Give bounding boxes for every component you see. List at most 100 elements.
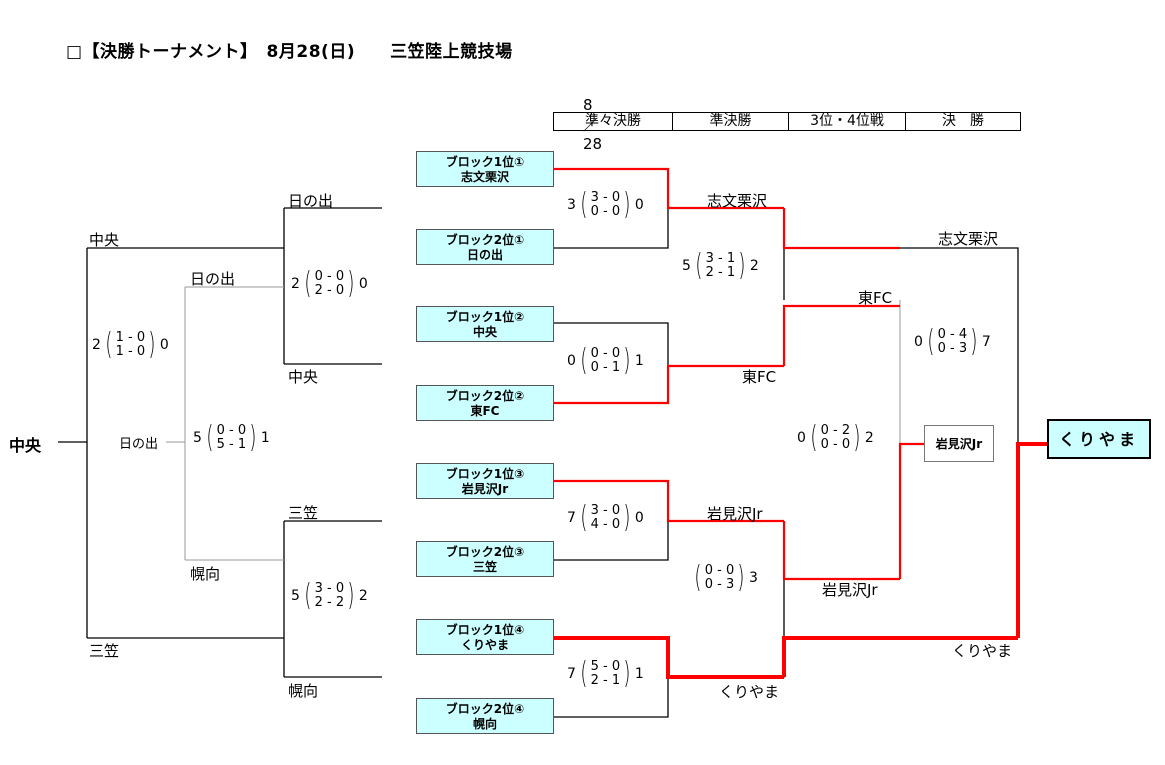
seed-label: ブロック2位② <box>445 389 525 403</box>
seed-label: ブロック2位③ <box>445 545 525 559</box>
score-half2: 5 - 1 <box>216 437 247 452</box>
score-half2: 2 - 0 <box>314 283 345 298</box>
score-left: 7 <box>567 666 576 682</box>
score-right: 2 <box>358 588 368 604</box>
qf2-win-line <box>554 364 784 405</box>
qf1-loser-line <box>554 208 669 249</box>
seed-label: ブロック1位② <box>445 310 525 324</box>
score-left: 0 <box>567 353 576 369</box>
final-left-line <box>900 247 1019 444</box>
qf3-winner-label: 岩見沢Jr <box>707 505 763 523</box>
score-left: 5 <box>682 258 691 274</box>
final-win-line <box>1016 442 1047 638</box>
sf1-loser-label: 東FC <box>858 289 893 307</box>
seed-team: 日の出 <box>466 248 503 262</box>
score-half1: 0 - 0 <box>590 346 621 361</box>
score-half2: 0 - 0 <box>820 437 851 452</box>
lower-label-chuo-mid: 中央 <box>89 231 120 249</box>
sf2-winner-label: 岩見沢Jr <box>822 581 878 599</box>
score-half2: 2 - 2 <box>314 595 345 610</box>
lower-label-mikasa-bottom: 三笠 <box>89 642 120 660</box>
lower-label-horomui-mid: 幌向 <box>190 565 221 583</box>
page-title: □【決勝トーナメント】 8月28(日) 三笠陸上競技場 <box>66 42 513 62</box>
score-left: 3 <box>567 197 576 213</box>
seed-team: 三笠 <box>472 560 497 574</box>
score-right: 0 <box>358 276 368 292</box>
sf2-loser-label: くりやま <box>952 642 1013 660</box>
lower-label-hinode-mid: 日の出 <box>190 270 236 288</box>
score-left: 5 <box>291 588 300 604</box>
round-qf: 準々決勝 <box>554 113 673 130</box>
sf1-tofc-line <box>782 304 900 366</box>
score-right: 3 <box>748 570 758 586</box>
seed-box: ブロック2位③ 三笠 <box>416 541 554 577</box>
score-right: 2 <box>864 430 874 446</box>
score-right: 1 <box>260 430 270 446</box>
score-left: 7 <box>567 510 576 526</box>
score-half1: 0 - 0 <box>314 269 345 284</box>
seed-box: ブロック1位② 中央 <box>416 306 554 342</box>
lower-label-horomui: 幌向 <box>288 682 319 700</box>
third-place-winner-box: 岩見沢Jr <box>924 425 994 462</box>
champion-box: くりやま <box>1047 419 1151 459</box>
score-half2: 0 - 3 <box>704 577 735 592</box>
lower-champion-label: 中央 <box>9 436 42 455</box>
score-half1: 0 - 0 <box>216 423 247 438</box>
seed-team: 幌向 <box>472 717 497 731</box>
qf3-loser-line <box>554 521 669 561</box>
sf2-win-line <box>782 521 900 581</box>
third-win-line <box>898 442 924 579</box>
round-header-row: 準々決勝 準決勝 3位・4位戦 決 勝 <box>553 112 1021 131</box>
score-right: 0 <box>634 510 644 526</box>
score-half2: 0 - 1 <box>590 360 621 375</box>
seed-label: ブロック1位③ <box>445 467 525 481</box>
score-half1: 0 - 2 <box>820 423 851 438</box>
seed-box: ブロック2位② 東FC <box>416 385 554 421</box>
score-half2: 4 - 0 <box>590 517 621 532</box>
score-half1: 1 - 0 <box>115 330 146 345</box>
seed-team: 志文栗沢 <box>460 170 509 184</box>
score-half1: 5 - 0 <box>590 659 621 674</box>
round-sf: 準決勝 <box>673 113 789 130</box>
score-right: 2 <box>749 258 759 274</box>
score-half1: 0 - 4 <box>937 327 968 342</box>
schedule-date: 8／28 <box>583 96 603 153</box>
seed-box: ブロック1位④ くりやま <box>416 619 554 655</box>
seed-team: くりやま <box>460 638 509 652</box>
sf1-win-line <box>782 208 900 250</box>
score-half1: 0 - 0 <box>704 563 735 578</box>
lower-label-chuo: 中央 <box>288 368 319 386</box>
round-third: 3位・4位戦 <box>789 113 906 130</box>
lower-label-hinode-side: 日の出 <box>119 437 159 452</box>
score-right: 1 <box>634 353 644 369</box>
lower-label-hinode: 日の出 <box>288 192 334 210</box>
score-half2: 0 - 3 <box>937 341 968 356</box>
seed-box: ブロック1位① 志文栗沢 <box>416 151 554 187</box>
qf2-winner-label: 東FC <box>742 368 777 386</box>
seed-label: ブロック1位④ <box>445 623 525 637</box>
score-half2: 2 - 1 <box>705 265 736 280</box>
seed-box: ブロック1位③ 岩見沢Jr <box>416 463 554 499</box>
seed-team: 岩見沢Jr <box>461 482 509 496</box>
qf3-win-line <box>554 479 784 523</box>
score-left: 0 <box>797 430 806 446</box>
qf4-loser-line <box>554 677 669 718</box>
qf1-win-line <box>554 167 784 210</box>
score-half1: 3 - 0 <box>590 503 621 518</box>
score-half1: 3 - 0 <box>590 190 621 205</box>
score-half2: 0 - 0 <box>590 204 621 219</box>
sf1-winner-label: 志文栗沢 <box>938 230 999 248</box>
score-left: 2 <box>92 337 101 353</box>
score-left: 2 <box>291 276 300 292</box>
seed-label: ブロック2位① <box>445 233 525 247</box>
